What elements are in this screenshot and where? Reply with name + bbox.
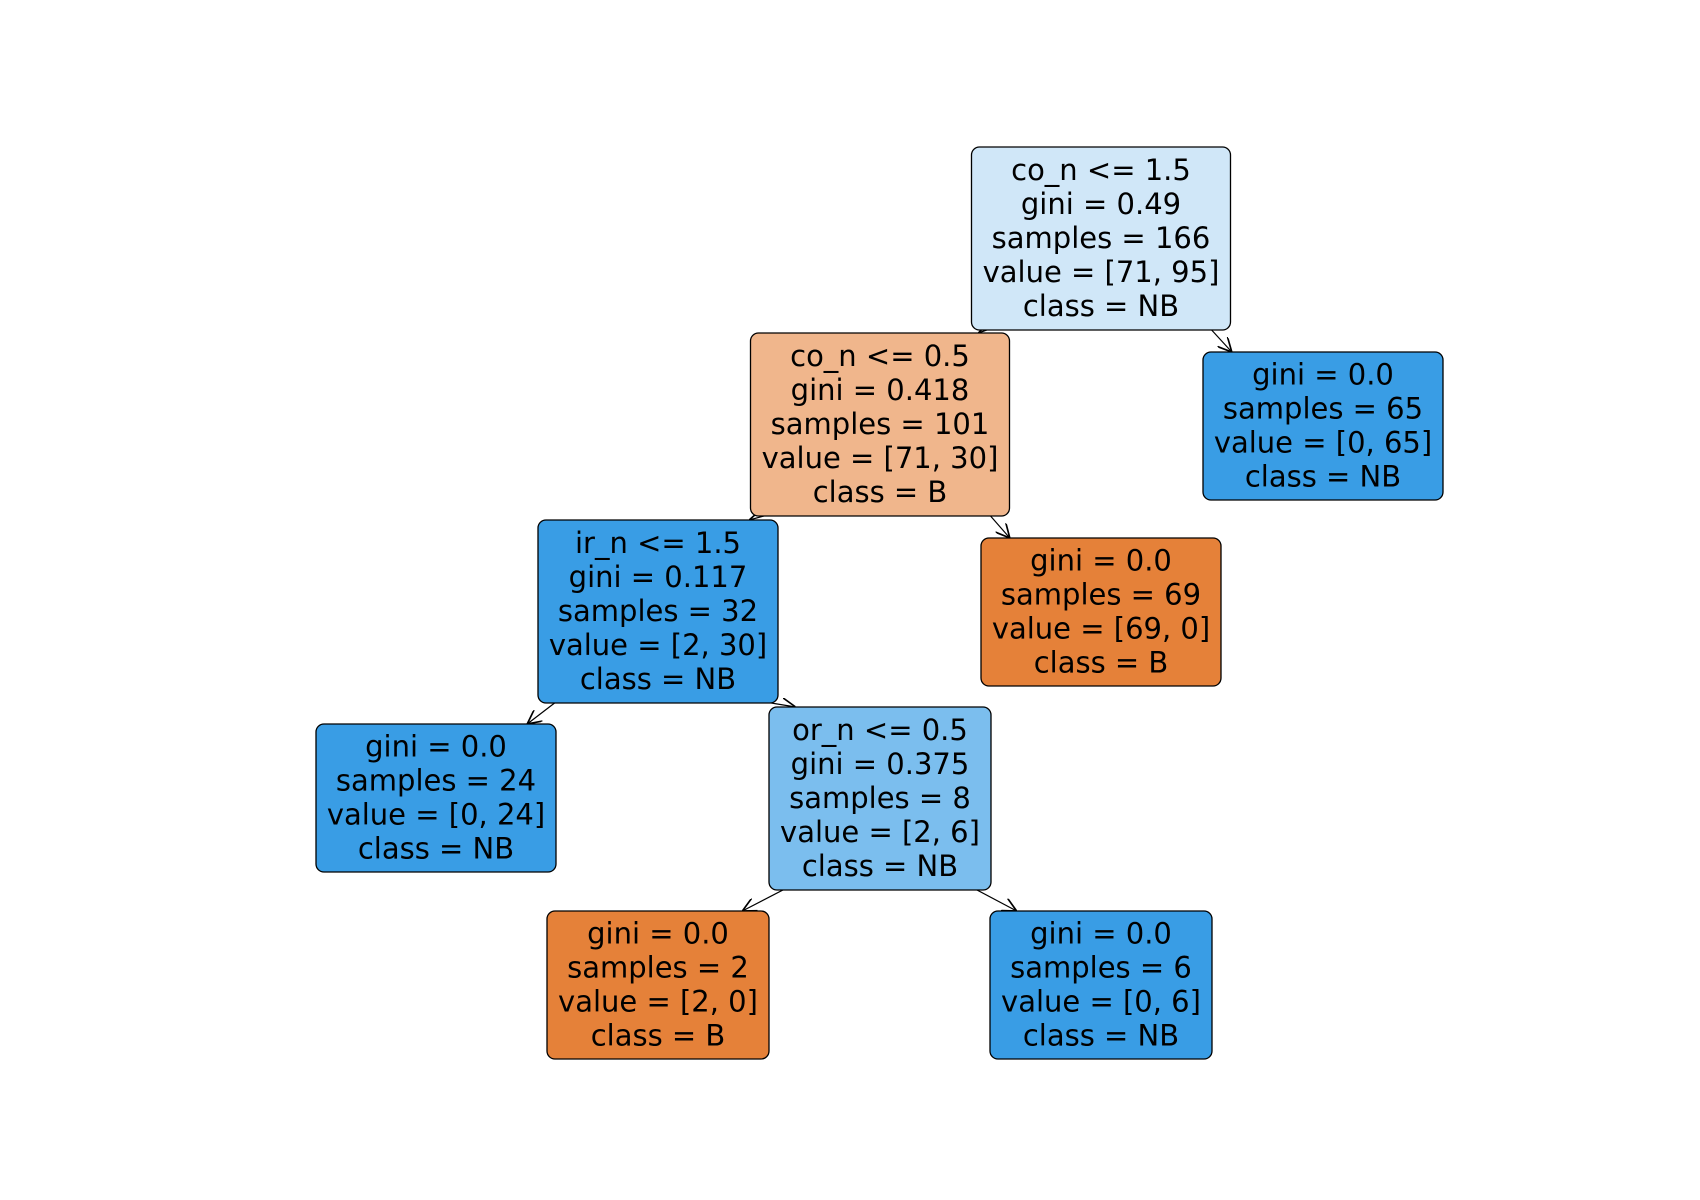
- node-line: gini = 0.0: [1030, 544, 1172, 578]
- node-line: gini = 0.117: [569, 560, 748, 594]
- node-line: gini = 0.0: [365, 730, 507, 764]
- node-line: class = NB: [802, 849, 958, 883]
- edge-n3-to-n5: [527, 700, 558, 724]
- node-box: [546, 910, 770, 1060]
- node-box: [1202, 351, 1444, 501]
- node-line: gini = 0.0: [587, 917, 729, 951]
- node-line: samples = 166: [992, 221, 1211, 255]
- node-line: gini = 0.49: [1021, 187, 1181, 221]
- node-line: samples = 2: [567, 951, 749, 985]
- node-box: [970, 146, 1232, 331]
- node-line: class = NB: [580, 662, 736, 696]
- node-line: value = [0, 24]: [327, 798, 545, 832]
- node-line: class = NB: [358, 832, 514, 866]
- node-line: co_n <= 0.5: [790, 339, 970, 373]
- node-line: co_n <= 1.5: [1011, 153, 1191, 187]
- node-line: gini = 0.0: [1252, 358, 1394, 392]
- node-line: ir_n <= 1.5: [575, 526, 741, 560]
- node-box: [749, 332, 1011, 517]
- node-box: [315, 723, 557, 873]
- node-line: value = [69, 0]: [992, 612, 1210, 646]
- node-line: samples = 32: [558, 594, 758, 628]
- node-line: class = NB: [1023, 289, 1179, 323]
- node-line: class = NB: [1245, 460, 1401, 494]
- node-line: value = [0, 6]: [1001, 985, 1201, 1019]
- node-line: value = [0, 65]: [1214, 426, 1432, 460]
- edge-n1-to-n4: [988, 513, 1010, 538]
- node-line: samples = 24: [336, 764, 536, 798]
- node-line: gini = 0.375: [791, 747, 970, 781]
- node-line: class = B: [1034, 646, 1169, 680]
- node-line: samples = 101: [771, 407, 990, 441]
- node-line: gini = 0.0: [1030, 917, 1172, 951]
- node-line: value = [71, 95]: [983, 255, 1220, 289]
- node-box: [537, 519, 779, 704]
- node-line: samples = 6: [1010, 951, 1192, 985]
- node-box: [768, 706, 992, 891]
- node-line: class = B: [813, 475, 948, 509]
- edge-n6-to-n8: [972, 887, 1016, 911]
- node-line: samples = 65: [1223, 392, 1423, 426]
- edge-n6-to-n7: [742, 887, 788, 911]
- node-line: gini = 0.418: [791, 373, 970, 407]
- node-box: [989, 910, 1213, 1060]
- node-line: value = [2, 0]: [558, 985, 758, 1019]
- node-line: samples = 69: [1001, 578, 1201, 612]
- node-line: value = [71, 30]: [762, 441, 999, 475]
- node-box: [980, 537, 1222, 687]
- node-line: samples = 8: [789, 781, 971, 815]
- node-line: value = [2, 30]: [549, 628, 767, 662]
- edge-root-to-n2: [1209, 327, 1232, 352]
- node-line: class = B: [591, 1019, 726, 1053]
- node-line: value = [2, 6]: [780, 815, 980, 849]
- node-line: or_n <= 0.5: [792, 713, 968, 747]
- node-line: class = NB: [1023, 1019, 1179, 1053]
